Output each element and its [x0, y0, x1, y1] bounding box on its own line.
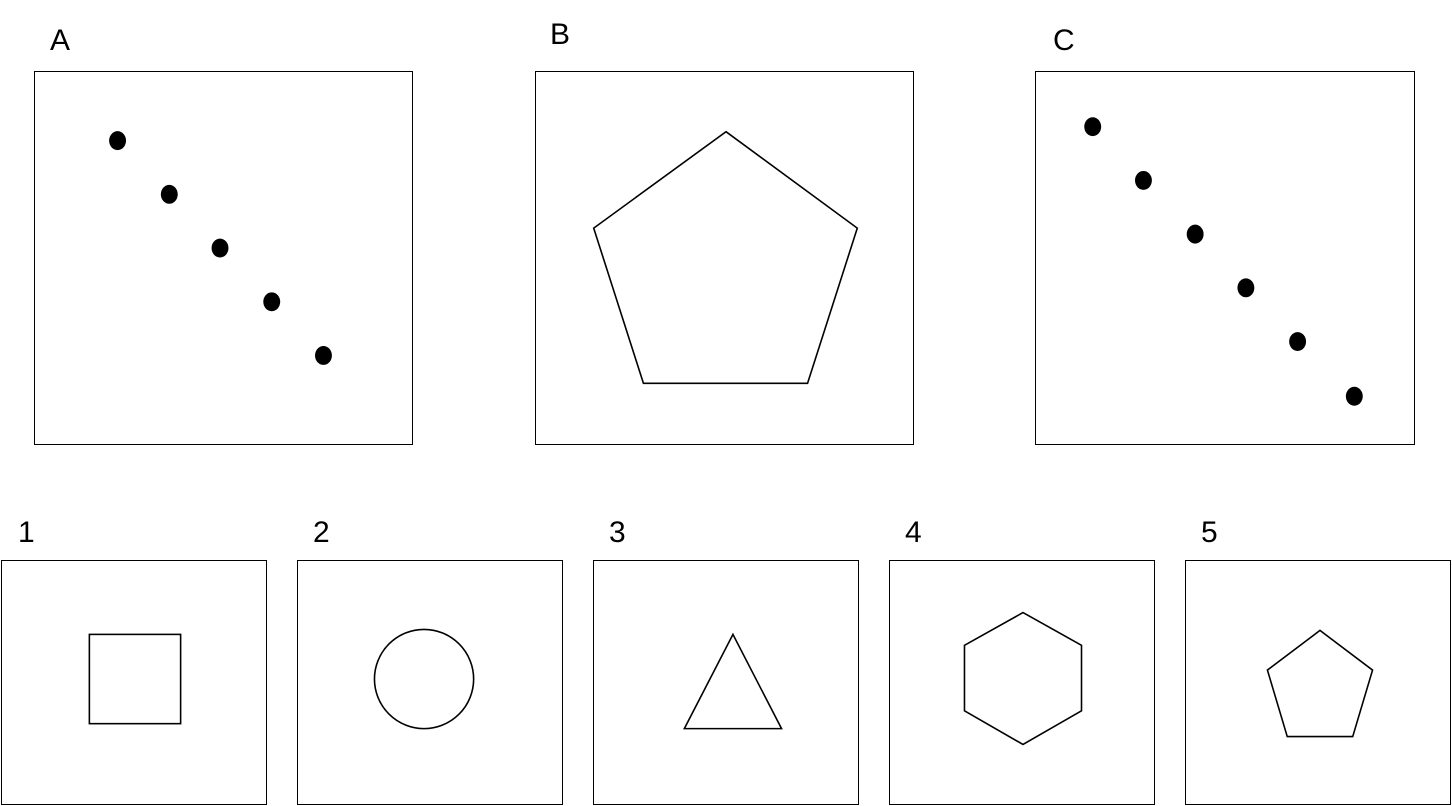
panel-b-figure: [592, 130, 859, 385]
panel-b-label: B: [550, 18, 571, 51]
option-3-figure: [683, 632, 783, 730]
option-3-label: 3: [609, 516, 626, 549]
option-panel-5[interactable]: [1185, 560, 1451, 805]
dot: [1186, 224, 1204, 244]
pentagon-shape: [1266, 629, 1374, 738]
hexagon-shape: [963, 611, 1083, 746]
dot: [211, 238, 229, 258]
sequence-panel-b: [535, 71, 914, 445]
dot: [1345, 386, 1363, 406]
triangle-shape: [683, 632, 783, 730]
option-4-label: 4: [905, 516, 922, 549]
panel-c-label: C: [1053, 24, 1075, 57]
circle-shape: [373, 628, 475, 730]
option-1-figure: [88, 633, 182, 725]
dot: [160, 184, 178, 204]
pentagon-shape: [592, 130, 859, 385]
dot: [109, 131, 127, 151]
panel-a-label: A: [50, 24, 71, 57]
sequence-panel-c: [1035, 71, 1415, 445]
dot-diagonal-6: [1084, 117, 1363, 406]
dot: [1289, 332, 1307, 351]
option-1-label: 1: [18, 516, 35, 549]
option-panel-3[interactable]: [593, 560, 859, 805]
sequence-panel-a: [34, 71, 413, 445]
dot: [1237, 278, 1255, 298]
option-2-figure: [373, 628, 475, 730]
option-4-figure: [963, 611, 1083, 746]
dot: [1084, 117, 1102, 137]
option-5-figure: [1266, 629, 1374, 738]
option-panel-1[interactable]: [1, 560, 267, 805]
option-2-label: 2: [313, 516, 330, 549]
dot-diagonal-5: [109, 131, 332, 365]
dot: [1134, 170, 1152, 190]
option-5-label: 5: [1201, 516, 1218, 549]
panel-c-figure: [1084, 117, 1363, 406]
dot: [263, 292, 281, 312]
dot: [315, 346, 332, 365]
option-panel-2[interactable]: [297, 560, 563, 805]
option-panel-4[interactable]: [889, 560, 1155, 805]
square-shape: [88, 633, 182, 725]
panel-a-figure: [109, 131, 332, 365]
